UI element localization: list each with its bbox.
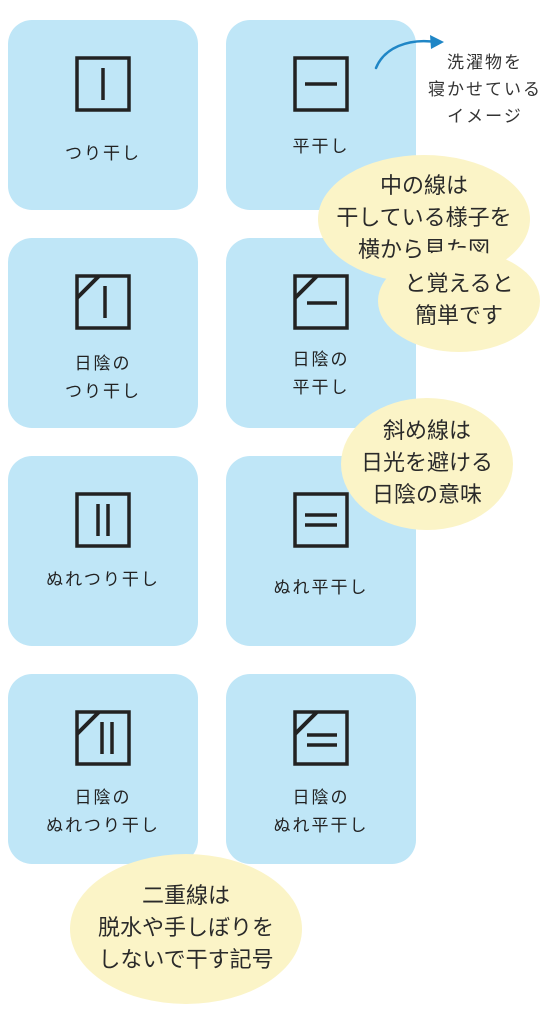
bubble-double-line: 二重線は 脱水や手しぼりを しないで干す記号	[70, 854, 302, 1004]
shade-wet-hanging-dry-symbol-icon	[73, 708, 133, 768]
card-label: ぬれ平干し	[273, 578, 369, 598]
wet-hanging-dry-symbol-icon	[73, 490, 133, 550]
shade-flat-dry-symbol-icon	[291, 272, 351, 332]
wet-flat-dry-symbol-icon	[291, 490, 351, 550]
curved-arrow-icon	[374, 35, 444, 70]
shade-hanging-dry-symbol-icon	[73, 272, 133, 332]
card-label: 日陰の ぬれ平干し	[273, 788, 369, 836]
bubble-diagonal-line: 斜め線は 日光を避ける 日陰の意味	[341, 398, 513, 530]
card-label: 平干し	[292, 137, 350, 157]
laying-flat-note: 洗濯物を 寝かせている イメージ	[428, 53, 542, 127]
card-label: 日陰の つり干し	[65, 354, 141, 402]
shade-wet-flat-dry-symbol-icon	[291, 708, 351, 768]
card-label: 日陰の ぬれつり干し	[46, 788, 160, 836]
card-shade-wet-hanging-dry: 日陰の ぬれつり干し	[8, 674, 198, 864]
card-shade-wet-flat-dry: 日陰の ぬれ平干し	[226, 674, 416, 864]
card-shade-hanging-dry: 日陰の つり干し	[8, 238, 198, 428]
card-label: 日陰の 平干し	[292, 350, 350, 398]
card-wet-hanging-dry: ぬれつり干し	[8, 456, 198, 646]
hanging-dry-symbol-icon	[73, 54, 133, 114]
flat-dry-symbol-icon	[291, 54, 351, 114]
card-label: つり干し	[65, 144, 141, 164]
bubble-easy-remember: と覚えると 簡単です	[378, 250, 540, 352]
card-label: ぬれつり干し	[46, 570, 160, 590]
card-hanging-dry: つり干し	[8, 20, 198, 210]
